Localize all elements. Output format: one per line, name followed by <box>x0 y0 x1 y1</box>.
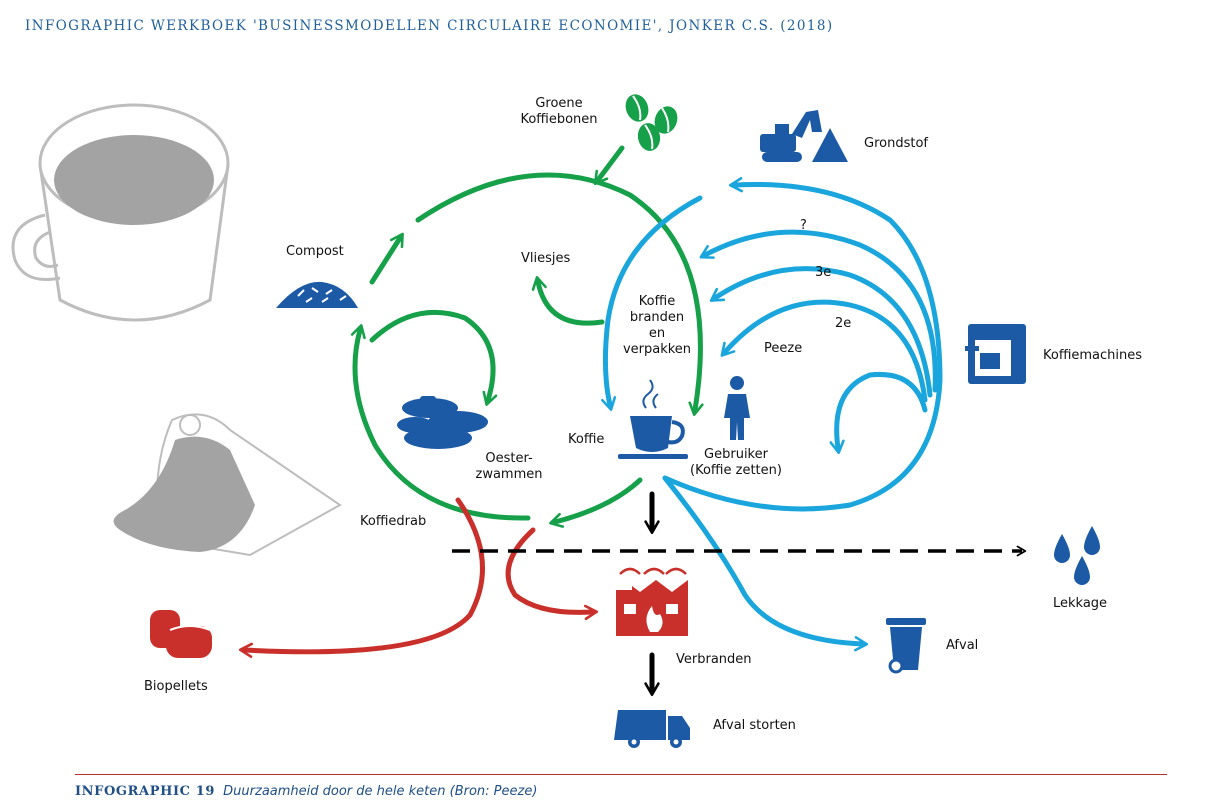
compost-pile-icon <box>276 281 358 308</box>
green-to-drab-arrow <box>549 477 643 528</box>
blue-afval-arrow <box>662 475 869 652</box>
blue-big-arc <box>662 176 943 512</box>
green-to-compost-arrow <box>369 232 404 285</box>
factory-fire-icon <box>616 567 688 636</box>
trash-bin-icon <box>886 618 926 674</box>
label-kb-4: verpakken <box>622 342 692 357</box>
label-oester-2: zwammen <box>475 467 543 482</box>
blue-inner-arc <box>601 195 703 411</box>
label-koffiedrab: Koffiedrab <box>360 514 427 529</box>
label-oester-1: Oester- <box>485 451 533 466</box>
green-left-arc <box>350 324 531 521</box>
label-2e: 2e <box>835 316 852 331</box>
footer-divider <box>75 774 1167 775</box>
person-icon <box>724 376 750 440</box>
water-drops-icon <box>1054 526 1100 585</box>
blue-2e-arc <box>720 299 928 403</box>
label-koffiemachines: Koffiemachines <box>1043 348 1143 363</box>
label-compost: Compost <box>286 244 344 259</box>
label-kb-2: branden <box>629 310 685 325</box>
label-gebruiker: Gebruiker (Koffie zetten) <box>683 447 789 479</box>
label-vliesjes: Vliesjes <box>521 251 571 266</box>
label-question: ? <box>800 218 807 233</box>
green-oester-arrow <box>369 309 498 406</box>
figure-caption: INFOGRAPHIC 19 Duurzaamheid door de hele… <box>75 784 537 799</box>
label-biopellets: Biopellets <box>144 679 208 694</box>
caption-title: Duurzaamheid door de hele keten (Bron: P… <box>223 784 538 799</box>
green-vliesjes-arrow <box>531 276 605 326</box>
header-title: INFOGRAPHIC WERKBOEK 'BUSINESSMODELLEN C… <box>25 18 834 34</box>
coffee-cup-icon <box>618 379 688 459</box>
label-koffie: Koffie <box>568 432 605 447</box>
label-kb-3: en <box>648 326 666 341</box>
green-beans-arrow <box>593 145 625 186</box>
circular-economy-diagram <box>11 94 1100 748</box>
label-gebruiker-2: (Koffie zetten) <box>690 463 782 478</box>
blue-small-loop <box>829 371 928 455</box>
coffee-bag-illustration <box>113 413 342 557</box>
coffee-machine-icon <box>965 324 1026 384</box>
green-loop <box>350 145 704 528</box>
blue-question-arc <box>699 229 938 393</box>
label-grondstof: Grondstof <box>864 136 928 151</box>
caption-number: INFOGRAPHIC 19 <box>75 784 216 799</box>
label-3e: 3e <box>815 265 832 280</box>
label-verbranden: Verbranden <box>676 652 752 667</box>
blue-3e-arc <box>709 266 933 398</box>
label-afval-storten: Afval storten <box>713 718 796 733</box>
label-groene: Groene <box>535 96 583 111</box>
label-koffiebonen: Koffiebonen <box>520 112 598 127</box>
red-biopellets-arrow <box>238 497 485 659</box>
label-koffie-branden: Koffie branden en verpakken <box>621 294 693 358</box>
coffee-beans-icon <box>625 94 678 151</box>
oyster-mushrooms-icon <box>397 396 488 449</box>
excavator-icon <box>760 110 848 162</box>
label-oesterzwammen: Oester- zwammen <box>467 451 551 483</box>
label-kb-1: Koffie <box>638 294 676 309</box>
label-peeze: Peeze <box>764 341 803 356</box>
green-main-arc <box>415 172 704 417</box>
label-gebruiker-1: Gebruiker <box>704 447 768 462</box>
label-lekkage: Lekkage <box>1053 596 1108 611</box>
red-verbranden-arrow <box>505 527 599 621</box>
truck-icon <box>614 710 690 748</box>
blue-loop <box>601 176 943 652</box>
coffee-mug-illustration <box>11 103 230 322</box>
label-groene-koffiebonen: Groene Koffiebonen <box>517 96 601 128</box>
biopellets-icon <box>150 610 212 658</box>
label-afval: Afval <box>946 638 979 653</box>
